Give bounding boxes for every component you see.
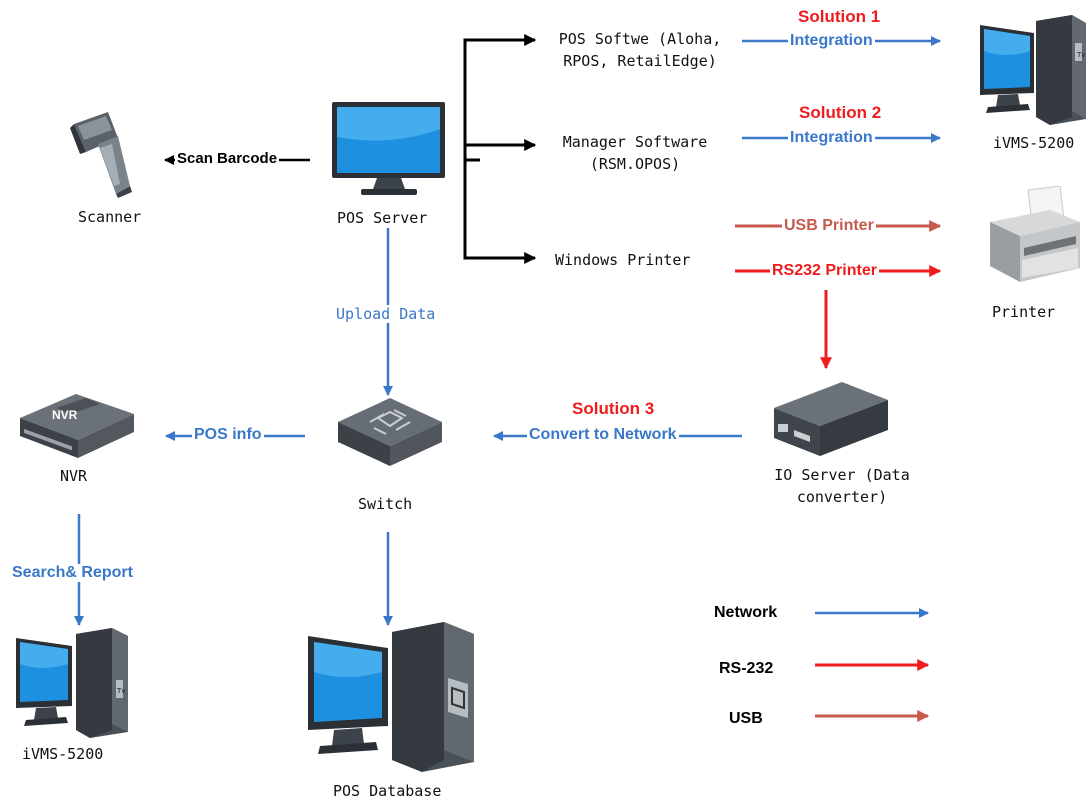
printer-label: Printer [992,303,1056,321]
search-report-label: Search& Report [10,564,135,582]
solution-1-label: Solution 1 [798,7,881,26]
upload-data-label: Upload Data [334,305,438,323]
solution-2-label: Solution 2 [799,103,882,122]
svg-text:Tv: Tv [1076,51,1085,59]
svg-text:Tv: Tv [116,687,125,695]
windows-printer-label: Windows Printer [555,251,691,269]
network-switch-icon [338,398,442,466]
manager-software-line-1: Manager Software [562,133,708,151]
switch-label: Switch [358,495,413,513]
scan-barcode-label: Scan Barcode [175,150,280,168]
nvr-label: NVR [60,467,88,485]
computer-workstation-icon: Tv [980,15,1086,125]
convert-to-network-label: Convert to Network [527,426,679,444]
monitor-icon [332,102,445,195]
software-branch-lines [463,34,537,264]
computer-workstation-icon: Tv [16,628,128,738]
pos-database-label: POS Database [333,782,442,800]
nvr-badge-label: NVR [52,408,78,422]
io-server-label: IO Server (Data converter) [752,466,932,506]
io-server-converter-icon [774,382,888,456]
io-server-line-1: IO Server (Data [774,466,910,484]
solution-3-label: Solution 3 [572,399,655,418]
ivms-5200-top-label: iVMS-5200 [993,134,1075,152]
pos-info-label: POS info [192,426,264,444]
ivms-5200-bottom-label: iVMS-5200 [22,745,104,763]
integration-2-label: Integration [788,129,875,147]
legend-usb-label: USB [729,710,763,727]
io-server-line-2: converter) [796,488,888,506]
legend-rs232-label: RS-232 [719,660,774,677]
scanner-label: Scanner [78,208,142,226]
nvr-device-icon [20,394,134,458]
manager-software-label: Manager Software (RSM.OPOS) [540,133,730,173]
pos-software-label: POS Softwe (Aloha, RPOS, RetailEdge) [540,30,740,70]
barcode-scanner-icon [70,112,132,198]
usb-printer-label: USB Printer [782,217,876,235]
legend-network-label: Network [714,604,778,621]
pos-software-line-1: POS Softwe (Aloha, [558,30,722,48]
pos-software-line-2: RPOS, RetailEdge) [563,52,717,70]
rs232-printer-label: RS232 Printer [770,262,879,280]
database-computer-icon [308,622,474,772]
printer-icon [990,186,1080,282]
integration-1-label: Integration [788,32,875,50]
manager-software-line-2: (RSM.OPOS) [589,155,681,173]
pos-server-label: POS Server [337,209,428,227]
